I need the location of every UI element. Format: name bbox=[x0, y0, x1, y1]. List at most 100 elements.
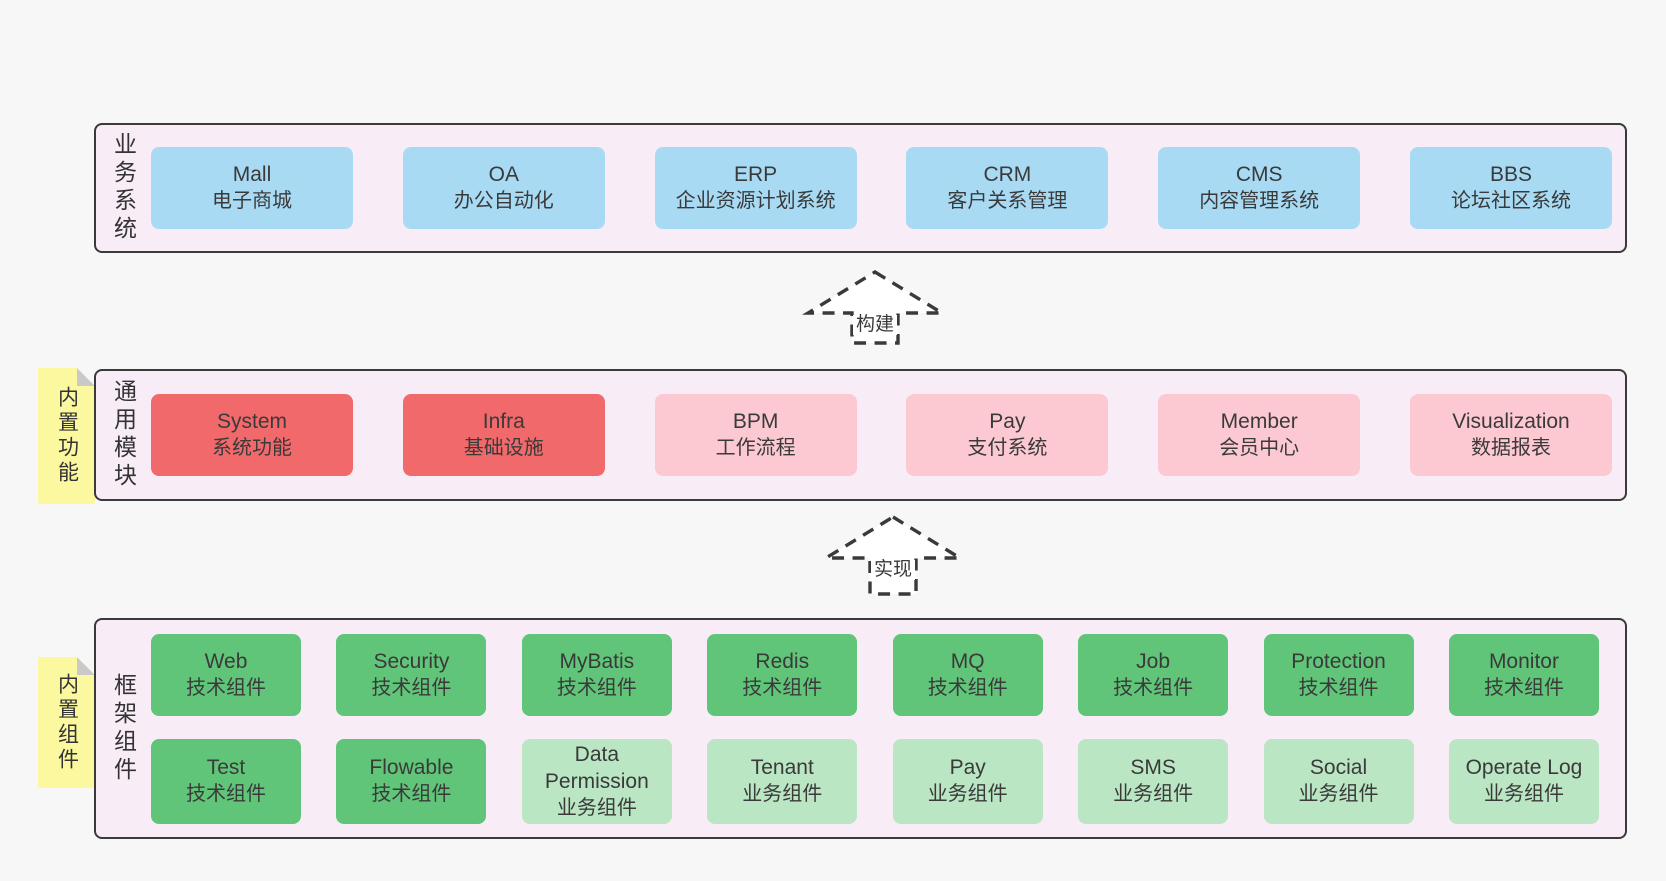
box-title: Mall bbox=[232, 163, 272, 186]
box-member: Member 会员中心 bbox=[1158, 394, 1361, 476]
box-subtitle: 基础设施 bbox=[463, 437, 544, 459]
box-title: Test bbox=[206, 756, 246, 779]
box-erp: ERP 企业资源计划系统 bbox=[654, 147, 857, 229]
box-subtitle: 支付系统 bbox=[967, 437, 1048, 459]
box-subtitle: 技术组件 bbox=[1298, 676, 1379, 699]
box-infra: Infra 基础设施 bbox=[402, 394, 605, 476]
box-pay-component: Pay 业务组件 bbox=[892, 738, 1043, 824]
box-mall: Mall 电子商城 bbox=[151, 147, 353, 229]
section-framework-components: 框架组件 Web 技术组件 Security 技术组件 MyBatis 技术组件… bbox=[94, 618, 1627, 839]
box-title: MQ bbox=[950, 649, 985, 673]
box-title: Protection bbox=[1291, 649, 1386, 673]
business-boxes: Mall 电子商城 OA 办公自动化 ERP 企业资源计划系统 CRM 客户关系… bbox=[151, 125, 1625, 251]
box-title: Tenant bbox=[750, 756, 814, 779]
box-job: Job 技术组件 bbox=[1078, 633, 1229, 716]
box-title: Social bbox=[1309, 756, 1368, 779]
box-title: BBS bbox=[1489, 163, 1532, 186]
box-title: Redis bbox=[755, 649, 810, 673]
box-subtitle: 内容管理系统 bbox=[1199, 190, 1320, 212]
box-security: Security 技术组件 bbox=[336, 633, 487, 716]
component-rows: Web 技术组件 Security 技术组件 MyBatis 技术组件 Redi… bbox=[151, 620, 1625, 837]
box-title: CMS bbox=[1235, 163, 1283, 186]
section-label: 框架组件 bbox=[110, 672, 137, 785]
box-title: Member bbox=[1220, 410, 1298, 433]
box-crm: CRM 客户关系管理 bbox=[906, 147, 1109, 229]
box-subtitle: 客户关系管理 bbox=[947, 190, 1068, 212]
arrow-build-label: 构建 bbox=[853, 315, 897, 335]
box-subtitle: 业务组件 bbox=[1483, 783, 1564, 805]
box-subtitle: 技术组件 bbox=[1483, 676, 1564, 699]
section-label: 通用模块 bbox=[110, 379, 137, 491]
box-title: Monitor bbox=[1488, 649, 1559, 673]
box-subtitle: 数据报表 bbox=[1470, 437, 1551, 459]
section-business-systems: 业务系统 Mall 电子商城 OA 办公自动化 ERP 企业资源计划系统 CRM… bbox=[94, 123, 1627, 253]
box-subtitle: 业务组件 bbox=[556, 796, 637, 819]
box-title: Job bbox=[1136, 649, 1171, 673]
box-subtitle: 技术组件 bbox=[371, 676, 452, 699]
box-subtitle: 技术组件 bbox=[927, 676, 1008, 699]
box-subtitle: 业务组件 bbox=[742, 783, 823, 805]
arrow-up-implement-icon bbox=[819, 515, 967, 596]
box-title: Pay bbox=[989, 410, 1026, 433]
box-subtitle: 技术组件 bbox=[186, 676, 266, 699]
component-row-2: Test 技术组件 Flowable 技术组件 Data Permission … bbox=[151, 738, 1599, 824]
box-title: Visualization bbox=[1452, 410, 1570, 433]
section-label: 业务系统 bbox=[110, 132, 137, 244]
box-bbs: BBS 论坛社区系统 bbox=[1409, 147, 1612, 229]
box-visualization: Visualization 数据报表 bbox=[1409, 394, 1612, 476]
box-operate-log: Operate Log 业务组件 bbox=[1448, 738, 1599, 824]
box-subtitle: 会员中心 bbox=[1219, 437, 1300, 459]
box-tenant: Tenant 业务组件 bbox=[707, 738, 858, 824]
box-subtitle: 企业资源计划系统 bbox=[675, 190, 836, 212]
box-protection: Protection 技术组件 bbox=[1263, 633, 1414, 716]
box-subtitle: 技术组件 bbox=[1113, 676, 1194, 699]
box-monitor: Monitor 技术组件 bbox=[1448, 633, 1599, 716]
section-label-wrap: 框架组件 bbox=[96, 620, 151, 837]
box-title: Security bbox=[373, 649, 450, 673]
box-title: MyBatis bbox=[559, 649, 635, 673]
box-title: Flowable bbox=[369, 756, 454, 779]
folded-corner-icon bbox=[77, 368, 95, 386]
arrow-up-build-icon bbox=[801, 270, 949, 345]
box-sms: SMS 业务组件 bbox=[1078, 738, 1229, 824]
box-subtitle: 技术组件 bbox=[186, 783, 266, 805]
box-subtitle: 技术组件 bbox=[556, 676, 637, 699]
section-label-wrap: 业务系统 bbox=[96, 125, 151, 251]
box-title: ERP bbox=[734, 163, 778, 186]
box-bpm: BPM 工作流程 bbox=[654, 394, 857, 476]
note-built-in-components: 内置组件 bbox=[38, 657, 95, 788]
box-subtitle: 技术组件 bbox=[742, 676, 823, 699]
component-row-1: Web 技术组件 Security 技术组件 MyBatis 技术组件 Redi… bbox=[151, 633, 1599, 716]
box-subtitle: 业务组件 bbox=[1298, 783, 1379, 805]
box-title: Web bbox=[204, 649, 248, 673]
box-title: Pay bbox=[949, 756, 986, 779]
box-subtitle: 业务组件 bbox=[927, 783, 1008, 805]
box-title: Infra bbox=[482, 410, 525, 433]
box-title: CRM bbox=[983, 163, 1032, 186]
box-subtitle: 办公自动化 bbox=[453, 190, 554, 212]
box-system: System 系统功能 bbox=[151, 394, 353, 476]
box-cms: CMS 内容管理系统 bbox=[1158, 147, 1361, 229]
box-subtitle: 系统功能 bbox=[212, 437, 292, 459]
box-web: Web 技术组件 bbox=[151, 633, 301, 716]
note-label: 内置功能 bbox=[55, 386, 79, 486]
box-subtitle: 电子商城 bbox=[212, 190, 292, 212]
section-common-modules: 通用模块 System 系统功能 Infra 基础设施 BPM 工作流程 Pay… bbox=[94, 369, 1627, 501]
box-data-permission: Data Permission 业务组件 bbox=[521, 738, 672, 824]
box-redis: Redis 技术组件 bbox=[707, 633, 858, 716]
box-subtitle: 工作流程 bbox=[715, 437, 796, 459]
box-mq: MQ 技术组件 bbox=[892, 633, 1043, 716]
section-label-wrap: 通用模块 bbox=[96, 371, 151, 499]
box-title: Data Permission bbox=[544, 742, 649, 793]
box-title: BPM bbox=[732, 410, 779, 433]
box-flowable: Flowable 技术组件 bbox=[336, 738, 487, 824]
box-subtitle: 技术组件 bbox=[371, 783, 452, 805]
box-title: SMS bbox=[1130, 756, 1176, 779]
note-built-in-features: 内置功能 bbox=[38, 368, 95, 504]
box-oa: OA 办公自动化 bbox=[402, 147, 605, 229]
box-title: Operate Log bbox=[1465, 756, 1583, 779]
module-boxes: System 系统功能 Infra 基础设施 BPM 工作流程 Pay 支付系统… bbox=[151, 371, 1625, 499]
box-mybatis: MyBatis 技术组件 bbox=[521, 633, 672, 716]
note-label: 内置组件 bbox=[55, 672, 79, 773]
